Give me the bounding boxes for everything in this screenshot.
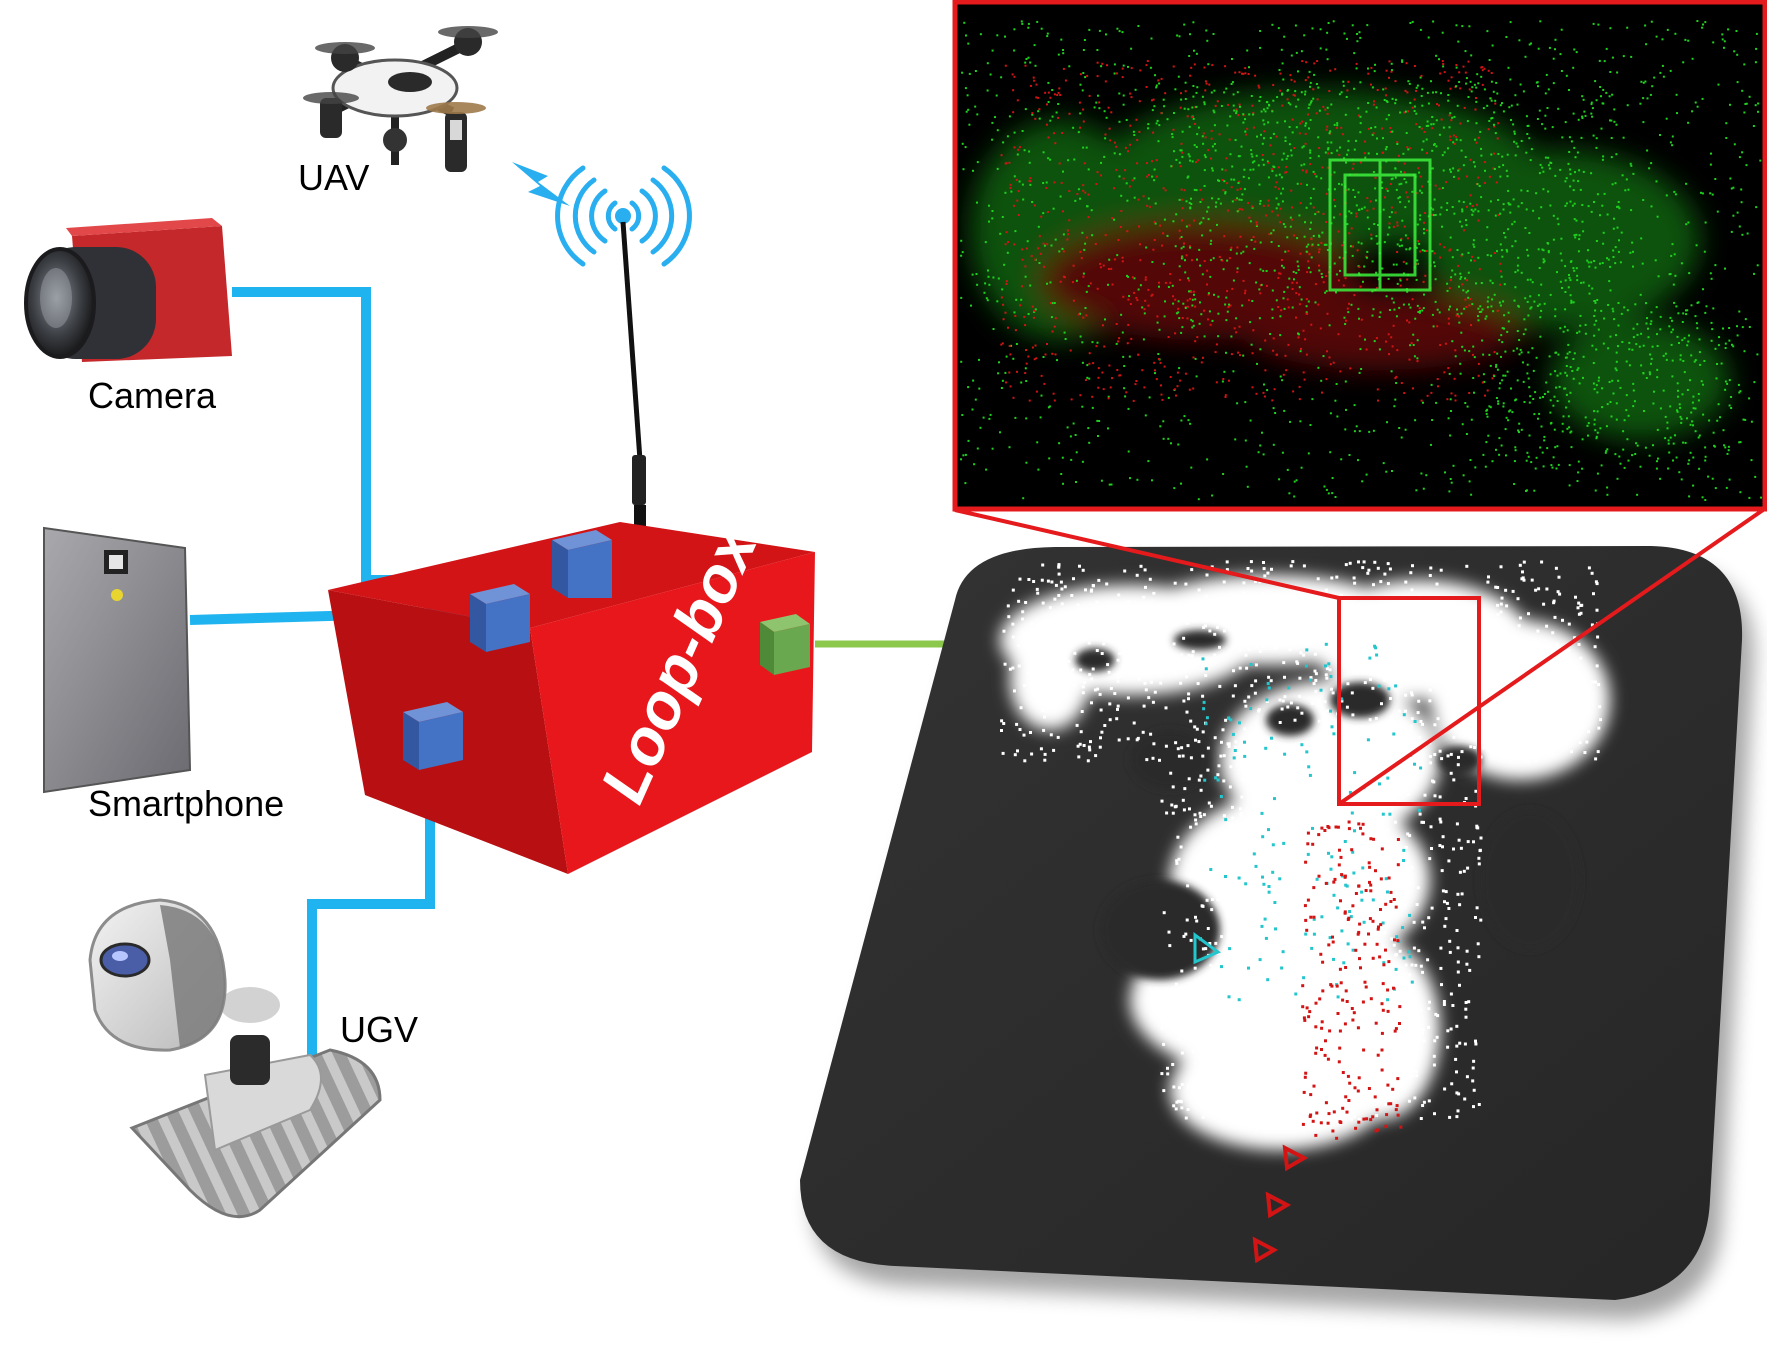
smartphone-icon: [43, 526, 192, 794]
loop-box-hub: [328, 522, 815, 874]
zoomed-pointcloud-inset: [952, 0, 1767, 512]
smartphone-label: Smartphone: [88, 783, 285, 824]
inset-frame: [952, 0, 1767, 512]
camera-pose-marker: [1193, 932, 1221, 965]
ugv-link: [307, 742, 435, 1062]
trajectory-markers: [1252, 1144, 1309, 1264]
wireless-signal-icon: [555, 165, 692, 267]
tracked-robot-icon: [88, 898, 382, 1219]
lightning-bolt-icon: [512, 162, 570, 206]
camera-label: Camera: [88, 375, 217, 416]
antenna-icon: [620, 221, 646, 560]
uav-label: UAV: [298, 157, 370, 198]
hub-port-ugv: [403, 702, 463, 770]
hub-port-smartphone: [470, 584, 530, 652]
ugv-label: UGV: [340, 1009, 419, 1050]
map-point-cloud: [1000, 560, 1610, 1150]
camera-icon: [24, 218, 232, 362]
zoom-lines: [954, 508, 1765, 806]
camera-link: [232, 287, 555, 585]
highlight-region: [1337, 596, 1481, 806]
hub-port-camera: [552, 530, 612, 598]
zoom-point-cloud: [960, 20, 1762, 501]
drone-icon: [303, 26, 498, 172]
doorframe-structure: [1328, 158, 1432, 292]
hub-port-map: [760, 614, 810, 675]
map-panel: [800, 546, 1755, 1320]
